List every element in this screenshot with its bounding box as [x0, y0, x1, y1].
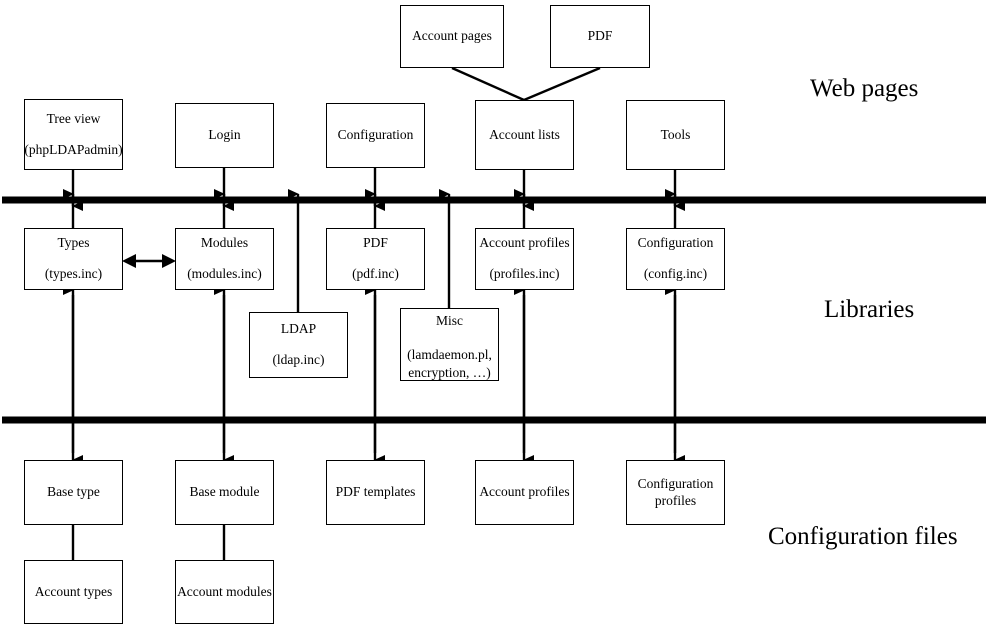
node-pdf-top[interactable]: PDF	[550, 5, 650, 68]
node-base-type-label: Base type	[47, 484, 100, 500]
node-account-modules[interactable]: Account modules	[175, 560, 274, 624]
tier-label-libraries: Libraries	[824, 296, 915, 323]
node-account-types-label: Account types	[34, 583, 113, 599]
node-account-pages[interactable]: Account pages	[400, 5, 504, 68]
node-types-lib[interactable]: Types (types.inc)	[24, 228, 123, 290]
node-configuration-page[interactable]: Configuration	[326, 103, 425, 168]
node-account-types[interactable]: Account types	[24, 560, 123, 624]
node-config-lib-label: Configuration	[637, 235, 714, 251]
node-pdf-lib-sublabel: (pdf.inc)	[352, 266, 399, 281]
node-profiles-lib[interactable]: Account profiles (profiles.inc)	[475, 228, 574, 290]
node-tools[interactable]: Tools	[626, 100, 725, 170]
node-config-lib[interactable]: Configuration (config.inc)	[626, 228, 725, 290]
node-account-lists[interactable]: Account lists	[475, 100, 574, 170]
node-types-lib-sublabel: (types.inc)	[44, 266, 103, 281]
node-account-pages-label: Account pages	[412, 28, 492, 44]
node-configuration-profiles-file-sublabel: profiles	[654, 492, 697, 508]
node-account-profiles-file-label: Account profiles	[479, 484, 570, 500]
node-pdf-templates[interactable]: PDF templates	[326, 460, 425, 525]
node-base-type[interactable]: Base type	[24, 460, 123, 525]
node-ldap-lib-label: LDAP	[280, 321, 317, 337]
node-login[interactable]: Login	[175, 103, 274, 168]
node-pdf-top-label: PDF	[587, 28, 613, 44]
node-profiles-lib-sublabel: (profiles.inc)	[489, 266, 560, 281]
node-modules-lib-label: Modules	[200, 235, 249, 251]
node-account-profiles-file[interactable]: Account profiles	[475, 460, 574, 525]
node-misc-lib-label: Misc	[436, 313, 463, 328]
node-types-lib-label: Types	[57, 235, 90, 251]
node-ldap-lib[interactable]: LDAP (ldap.inc)	[249, 312, 348, 378]
node-tree-view-label: Tree view	[46, 110, 101, 126]
node-configuration-profiles-file-label: Configuration	[637, 475, 714, 491]
node-pdf-lib[interactable]: PDF (pdf.inc)	[326, 228, 425, 290]
node-tree-view[interactable]: Tree view (phpLDAPadmin)	[24, 99, 123, 170]
node-modules-lib[interactable]: Modules (modules.inc)	[175, 228, 274, 290]
node-misc-lib-sublabel-2: encryption, …)	[408, 364, 491, 380]
node-modules-lib-sublabel: (modules.inc)	[187, 266, 262, 281]
connector-account-pages-to-account-lists	[451, 66, 525, 102]
node-account-modules-label: Account modules	[177, 583, 272, 599]
node-config-lib-sublabel: (config.inc)	[643, 266, 708, 281]
node-account-lists-label: Account lists	[489, 126, 560, 142]
node-pdf-templates-label: PDF templates	[335, 484, 416, 500]
node-pdf-lib-label: PDF	[363, 235, 388, 251]
connector-pdf-to-account-lists	[523, 66, 601, 102]
node-profiles-lib-label: Account profiles	[479, 235, 570, 251]
arrow-types-modules-bidirectional	[122, 254, 176, 268]
node-tools-label: Tools	[660, 126, 691, 142]
node-configuration-profiles-file[interactable]: Configuration profiles	[626, 460, 725, 525]
node-base-module-label: Base module	[189, 484, 260, 500]
tier-label-configuration-files: Configuration files	[768, 523, 958, 550]
node-ldap-lib-sublabel: (ldap.inc)	[272, 352, 325, 367]
tier-label-web-pages: Web pages	[810, 75, 919, 102]
node-misc-lib[interactable]: Misc (lamdaemon.pl, encryption, …)	[400, 308, 499, 381]
node-login-label: Login	[208, 127, 241, 143]
node-misc-lib-sublabel-1: (lamdaemon.pl,	[407, 346, 492, 362]
node-configuration-page-label: Configuration	[337, 127, 414, 143]
node-base-module[interactable]: Base module	[175, 460, 274, 525]
node-tree-view-sublabel: (phpLDAPadmin)	[24, 141, 123, 157]
